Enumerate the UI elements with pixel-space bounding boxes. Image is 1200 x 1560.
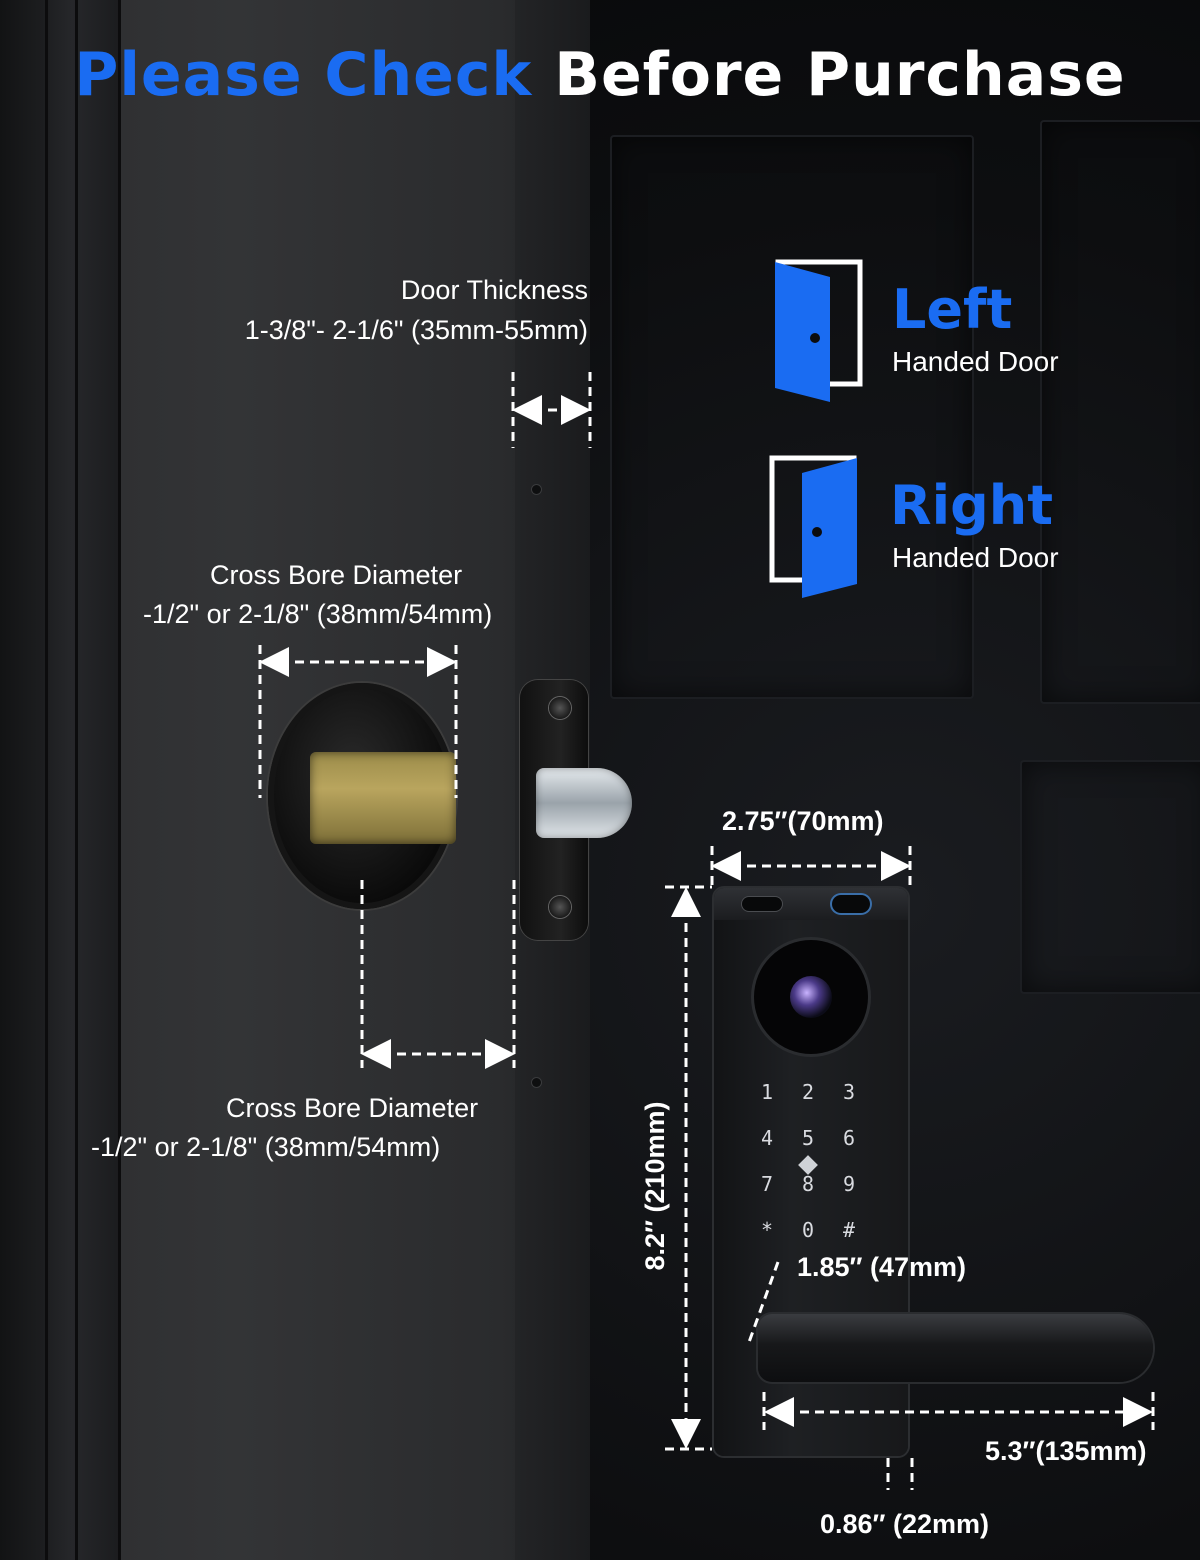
lever-handle [758,1314,1153,1382]
camera-lens [790,976,832,1018]
page-title: Please Check Before Purchase [0,40,1200,110]
door-groove [45,0,48,1560]
cross-bore-top-value: -1/2" or 2-1/8" (38mm/54mm) [143,599,493,629]
keypad-key: # [842,1218,856,1242]
latch-bolt [536,768,632,838]
title-rest: Before Purchase [554,40,1126,110]
edge-screw-dot [532,1078,541,1087]
door-groove [75,0,78,1560]
cross-bore-bottom-label: Cross Bore Diameter [226,1093,479,1123]
keypad-key: 0 [801,1218,815,1242]
wall-panel [1040,120,1200,704]
lock-width-label: 2.75″(70mm) [722,806,884,836]
keypad-key: 7 [760,1172,774,1196]
left-door-icon [775,259,863,402]
right-handed-subtitle: Handed Door [892,542,1059,573]
keypad-key: 6 [842,1126,856,1150]
keypad-key: 4 [760,1126,774,1150]
keypad-key: 8 [801,1172,815,1196]
left-handed-subtitle: Handed Door [892,346,1059,377]
handle-gap-label: 1.85″ (47mm) [797,1252,967,1282]
keypad: 1 2 3 4 5 6 7 8 9 * 0 # [742,1068,892,1258]
keypad-key: 2 [801,1080,815,1104]
smart-lock-body: 1 2 3 4 5 6 7 8 9 * 0 # [714,888,908,1456]
right-door-icon [769,455,857,598]
right-handed-title: Right [890,474,1054,537]
door-frame [0,0,120,1560]
edge-screw-dot [532,485,541,494]
latch-mechanism [310,752,456,844]
door-thickness-value: 1-3/8"- 2-1/6" (35mm-55mm) [244,315,588,345]
doorbell-button-icon [832,895,870,913]
keypad-key: 5 [801,1126,815,1150]
door-groove [118,0,121,1560]
keypad-key: 3 [842,1080,856,1104]
fingerprint-sensor-icon [742,897,782,911]
cross-bore-bottom-value: -1/2" or 2-1/8" (38mm/54mm) [91,1132,441,1162]
faceplate-screw [549,896,571,918]
title-highlight: Please Check [74,40,533,110]
door-thickness-label: Door Thickness [400,275,588,305]
wall-panel [1020,760,1200,994]
keypad-key: * [760,1218,774,1242]
cross-bore-top-label: Cross Bore Diameter [210,560,463,590]
left-handed-title: Left [892,278,1013,341]
camera-icon [754,940,868,1054]
keypad-key: 1 [760,1080,774,1104]
lock-height-label: 8.2″ (210mm) [640,1101,670,1271]
faceplate-screw [549,697,571,719]
wall-panel [610,135,974,699]
handle-length-label: 5.3″(135mm) [985,1436,1147,1466]
lock-depth-label: 0.86″ (22mm) [820,1509,990,1539]
keypad-key: 9 [842,1172,856,1196]
